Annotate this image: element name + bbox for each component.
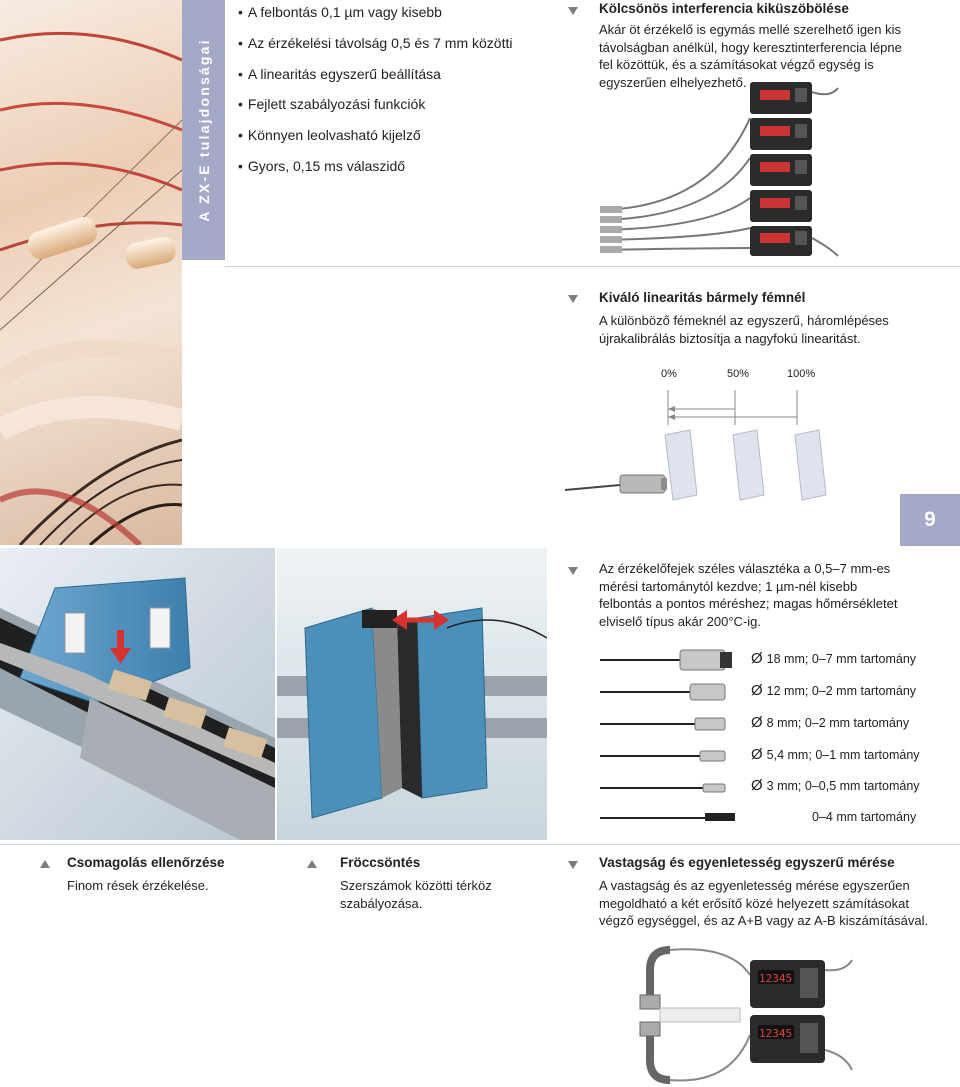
scale-label-0: 0%: [661, 368, 677, 380]
feature-item: Fejlett szabályozási funkciók: [238, 95, 548, 126]
triangle-up-icon: [40, 860, 50, 868]
divider: [225, 266, 960, 267]
thickness-measurement-image: 12345 12345: [639, 946, 853, 1084]
display-top: 12345: [759, 972, 792, 985]
triangle-up-icon: [307, 860, 317, 868]
page-number: 9: [900, 494, 960, 546]
packaging-title: Csomagolás ellenőrzése: [67, 855, 225, 870]
feature-item: A felbontás 0,1 µm vagy kisebb: [238, 3, 548, 34]
feature-item: Az érzékelési távolság 0,5 és 7 mm közöt…: [238, 34, 548, 65]
triangle-down-icon: [568, 7, 578, 15]
sensor-heads-text: Az érzékelőfejek széles választéka a 0,5…: [599, 561, 898, 629]
triangle-down-icon: [568, 295, 578, 303]
feature-band-title: A ZX-E tulajdonságai: [195, 38, 212, 222]
molding-title: Fröccsöntés: [340, 855, 421, 870]
molding-text: Szerszámok közötti térköz szabályozása.: [340, 878, 492, 911]
divider: [0, 844, 960, 845]
fiber-photo-illustration: [0, 31, 182, 545]
probe-spec: 0–4 mm tartomány: [812, 810, 917, 824]
hero-photo: [0, 0, 182, 545]
triangle-down-icon: [568, 861, 578, 869]
interference-text: Akár öt érzékelő is egymás mellé szerelh…: [599, 22, 902, 90]
packaging-inspection-photo: [0, 548, 275, 840]
thickness-text: A vastagság és az egyenletesség mérése e…: [599, 878, 929, 929]
scale-label-50: 50%: [727, 368, 750, 380]
triangle-down-icon: [568, 567, 578, 575]
interference-title: Kölcsönös interferencia kiküszöbölése: [599, 1, 849, 16]
feature-item: Gyors, 0,15 ms válaszidő: [238, 157, 548, 188]
display-bottom: 12345: [759, 1027, 792, 1040]
scale-label-100: 100%: [787, 368, 816, 380]
injection-molding-photo: [277, 548, 547, 840]
linearity-text: A különböző fémeknél az egyszerű, hároml…: [599, 313, 889, 346]
linearity-title: Kiváló linearitás bármely fémnél: [599, 290, 806, 305]
linearity-diagram: [565, 390, 827, 501]
feature-item: A linearitás egyszerű beállítása: [238, 65, 548, 96]
sensor-heads-image: [600, 649, 735, 821]
feature-list: A felbontás 0,1 µm vagy kisebb Az érzéke…: [238, 3, 548, 188]
feature-band: A ZX-E tulajdonságai: [182, 0, 225, 260]
thickness-title: Vastagság és egyenletesség egyszerű méré…: [599, 855, 895, 870]
feature-item: Könnyen leolvasható kijelző: [238, 126, 548, 157]
packaging-text: Finom rések érzékelése.: [67, 878, 209, 893]
amplifier-stack-image: [599, 82, 839, 257]
